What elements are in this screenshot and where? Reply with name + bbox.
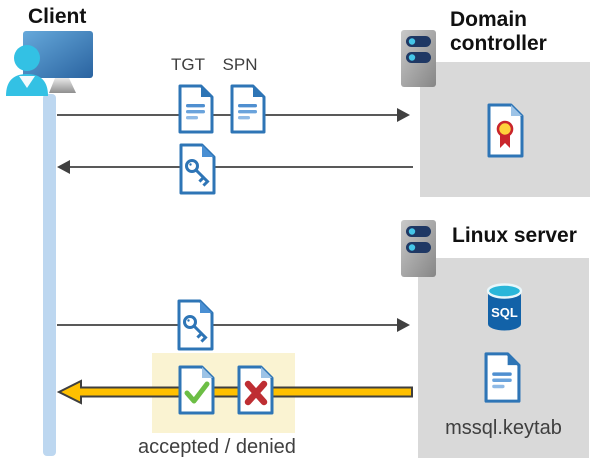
key-ticket-document-icon bbox=[177, 299, 214, 351]
server-tower-icon bbox=[401, 220, 436, 277]
keytab-document-icon bbox=[484, 352, 521, 403]
ticket-arrow-line bbox=[57, 324, 397, 326]
client-lifeline bbox=[43, 94, 56, 456]
tgt-document-icon bbox=[178, 84, 214, 134]
certificate-icon bbox=[487, 103, 524, 158]
accepted-denied-label: accepted / denied bbox=[138, 436, 296, 458]
right-arrowhead-icon bbox=[397, 318, 410, 332]
monitor-icon bbox=[23, 31, 93, 78]
person-head-icon bbox=[14, 45, 40, 71]
request-arrow-line bbox=[57, 114, 397, 116]
client-title: Client bbox=[28, 5, 87, 28]
left-arrowhead-icon bbox=[57, 160, 70, 174]
client-computer-user-icon bbox=[6, 31, 93, 96]
accepted-denied-arrow-icon bbox=[56, 379, 413, 405]
tgt-label: TGT bbox=[171, 55, 205, 74]
keytab-filename-label: mssql.keytab bbox=[445, 417, 562, 439]
linux-server-title: Linux server bbox=[452, 224, 577, 247]
sql-text: SQL bbox=[491, 305, 518, 320]
response-arrow-line bbox=[70, 166, 413, 168]
sql-database-icon: SQL bbox=[486, 283, 523, 331]
domain-controller-title: Domain controller bbox=[450, 8, 547, 55]
right-arrowhead-icon bbox=[397, 108, 410, 122]
denied-cross-document-icon bbox=[237, 365, 274, 415]
monitor-stand-icon bbox=[49, 78, 76, 93]
spn-label: SPN bbox=[222, 55, 258, 74]
key-ticket-document-icon bbox=[179, 143, 216, 195]
spn-document-icon bbox=[230, 84, 266, 134]
accepted-check-document-icon bbox=[178, 365, 215, 415]
server-tower-icon bbox=[401, 30, 436, 87]
person-collar-icon bbox=[19, 76, 35, 88]
